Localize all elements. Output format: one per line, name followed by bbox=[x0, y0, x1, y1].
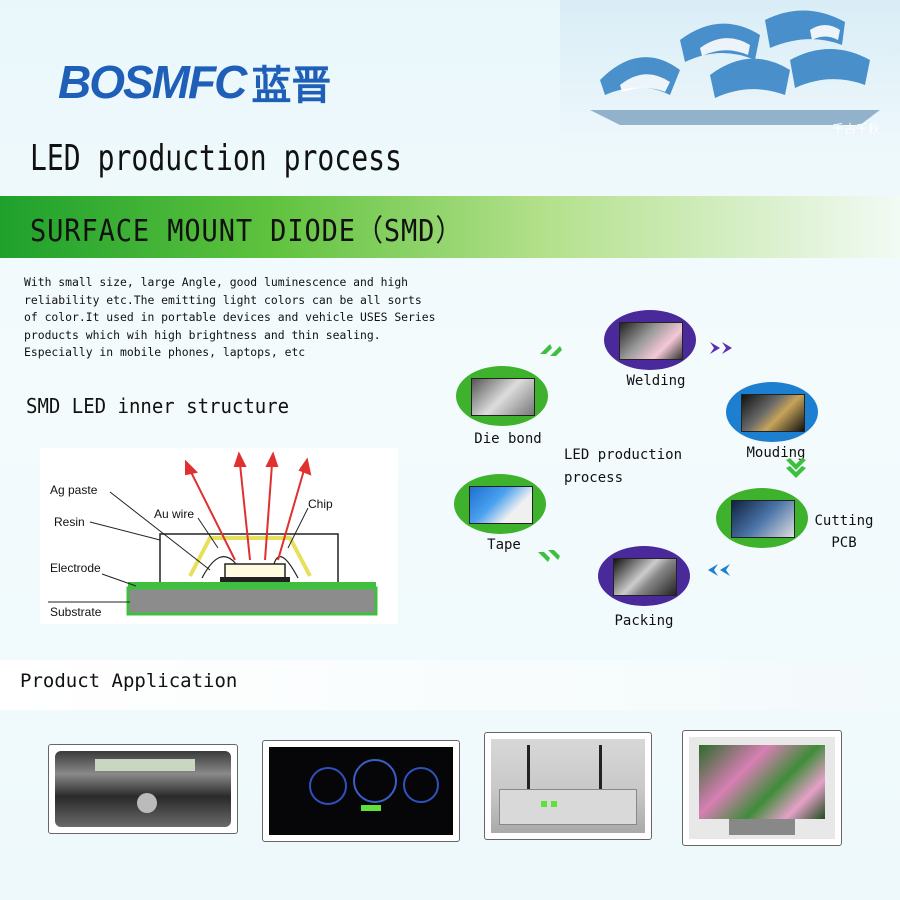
router-photo bbox=[484, 732, 652, 840]
resin-housing bbox=[159, 533, 339, 582]
step-label-die-bond: Die bond bbox=[474, 431, 542, 447]
chip-block bbox=[224, 563, 286, 579]
chevron-right-icon bbox=[710, 342, 732, 354]
step-die-bond bbox=[456, 366, 548, 426]
application-banner bbox=[0, 660, 900, 710]
step-welding bbox=[604, 310, 696, 370]
sailing-ship-image: 千古千秋 bbox=[560, 0, 900, 150]
smd-banner-title: SURFACE MOUNT DIODE（SMD） bbox=[30, 214, 464, 249]
logo-latin-text: BOSMFC bbox=[58, 56, 247, 108]
page-title: LED production process bbox=[30, 138, 402, 179]
smd-banner bbox=[0, 196, 900, 258]
packing-photo bbox=[613, 558, 677, 596]
tape-photo bbox=[469, 486, 533, 524]
au-wire-right bbox=[273, 556, 299, 579]
outdoor-led-screen-photo bbox=[682, 730, 842, 846]
die-bond-photo bbox=[471, 378, 535, 416]
chevron-left-icon bbox=[708, 564, 730, 576]
chevron-up-left-icon bbox=[538, 550, 560, 562]
cutting-pcb-photo bbox=[731, 500, 795, 538]
step-label-cutting-pcb: Cutting PCB bbox=[814, 513, 874, 551]
substrate-block bbox=[126, 586, 378, 616]
label-electrode: Electrode bbox=[50, 561, 101, 575]
logo-chinese-text: 蓝晋 bbox=[251, 63, 332, 109]
ship-caption: 千古千秋 bbox=[832, 122, 881, 136]
electrode-layer bbox=[128, 582, 376, 588]
structure-title: SMD LED inner structure bbox=[26, 394, 290, 418]
smd-structure-diagram: Ag paste Resin Au wire Chip Electrode Su… bbox=[40, 448, 398, 624]
application-title: Product Application bbox=[20, 670, 238, 692]
step-label-mouding: Mouding bbox=[746, 445, 806, 461]
label-au-wire: Au wire bbox=[154, 507, 194, 521]
chip-base bbox=[220, 577, 290, 582]
reflector-cup bbox=[188, 536, 312, 577]
process-center-label: LED production process bbox=[564, 447, 683, 486]
step-mouding bbox=[726, 382, 818, 442]
au-wire-left bbox=[201, 556, 237, 579]
dashboard-photo bbox=[262, 740, 460, 842]
welding-photo bbox=[619, 322, 683, 360]
label-chip: Chip bbox=[308, 497, 333, 511]
car-stereo-photo bbox=[48, 744, 238, 834]
label-ag-paste: Ag paste bbox=[50, 483, 98, 497]
step-cutting-pcb bbox=[716, 488, 808, 548]
step-tape bbox=[454, 474, 546, 534]
step-label-packing: Packing bbox=[614, 613, 674, 629]
smd-description: With small size, large Angle, good lumin… bbox=[24, 275, 436, 359]
step-packing bbox=[598, 546, 690, 606]
chevron-down-icon bbox=[786, 458, 806, 478]
step-label-tape: Tape bbox=[487, 537, 521, 553]
label-substrate: Substrate bbox=[50, 605, 102, 619]
mouding-photo bbox=[741, 394, 805, 432]
chevron-right-icon bbox=[540, 344, 562, 356]
step-label-welding: Welding bbox=[626, 373, 686, 389]
label-resin: Resin bbox=[54, 515, 85, 529]
brand-logo: BOSMFC 蓝晋 bbox=[58, 54, 331, 110]
